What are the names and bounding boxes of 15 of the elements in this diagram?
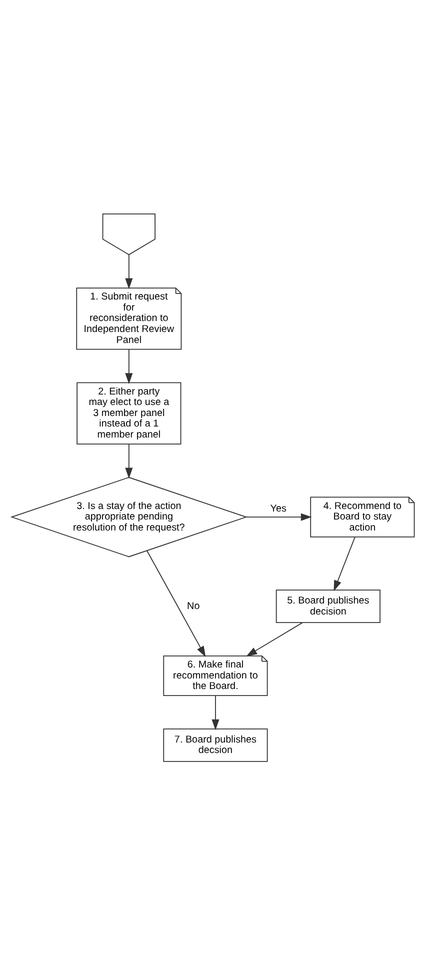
arrow	[246, 512, 312, 520]
arrow	[125, 443, 133, 478]
arrow	[125, 254, 133, 289]
arrow	[146, 550, 206, 656]
node-pentagon	[102, 212, 156, 255]
arrow	[125, 348, 133, 384]
node-diamond: 3. Is a stay of the action appropriate pending resolution of the request?	[10, 476, 248, 557]
edge-label: No	[187, 600, 200, 612]
node-box: 5. Board publishes decision	[276, 589, 380, 622]
arrow	[246, 622, 304, 656]
node-box: 2. Either party may elect to use a 3 member panel instead of a 1 member panel	[76, 382, 182, 444]
arrow	[212, 694, 220, 730]
node-box: 7. Board publishes decsion	[163, 728, 268, 762]
edge-label: Yes	[270, 502, 286, 514]
arrow	[334, 536, 356, 591]
